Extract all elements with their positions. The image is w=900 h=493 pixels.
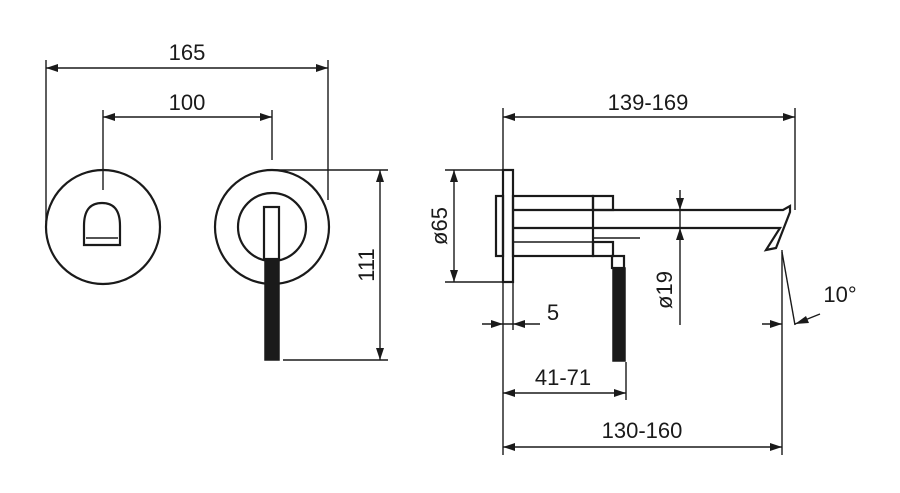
lever-grip [264,258,280,361]
front-view: 165 100 111 [44,40,388,361]
lever-grip-side [612,267,626,362]
spout-body [513,204,792,252]
dim-label-111: 111 [354,248,379,281]
lever-block [591,194,615,212]
side-view: 139-169 ø65 ø19 5 41-71 130-160 10° [427,90,857,455]
dim-label-19: ø19 [652,271,677,309]
dim-label-165: 165 [169,40,206,65]
spout-outlet-icon [82,201,122,247]
valve-body [511,194,595,258]
dim-label-5: 5 [547,300,559,325]
dim-label-139-169: 139-169 [608,90,689,115]
dim-label-130-160: 130-160 [602,418,683,443]
lever-stem [262,205,281,261]
dim-label-41-71: 41-71 [535,365,591,390]
lever-hub [236,191,308,263]
dim-label-angle: 10° [823,282,856,307]
dim-label-100: 100 [169,90,206,115]
wall-plate [501,168,515,284]
dim-label-65: ø65 [427,207,452,245]
